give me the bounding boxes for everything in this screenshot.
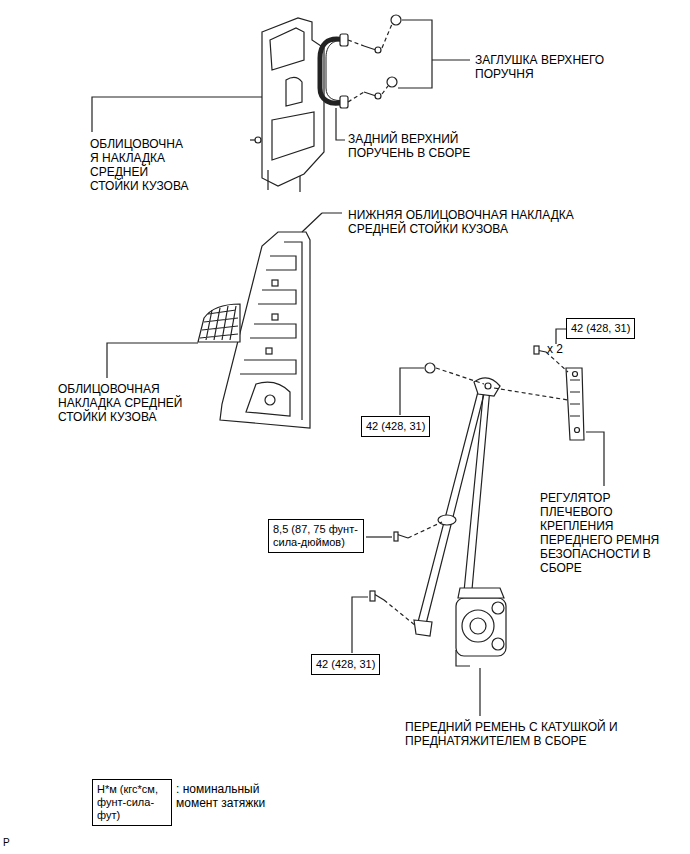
part-label: ОБЛИЦОВОЧНА Я НАКЛАДКА СРЕДНЕЙ СТОЙКИ КУ… [90, 137, 190, 193]
torque-value: 42 (428, 31) [366, 420, 425, 433]
part-label: ЗАГЛУШКА ВЕРХНЕГО ПОРУЧНЯ [475, 53, 635, 81]
part-label: НИЖНЯЯ ОБЛИЦОВОЧНАЯ НАКЛАДКА СРЕДНЕЙ СТО… [348, 208, 588, 236]
part-label: ОБЛИЦОВОЧНАЯ НАКЛАДКА СРЕДНЕЙ СТОЙКИ КУЗ… [58, 382, 198, 424]
torque-value: 42 (428, 31) [316, 658, 375, 671]
torque-value: 8,5 (87, 75 фунт-сила-дюймов) [273, 523, 359, 549]
torque-value: Н*м (кгс*см, фунт-сила-фут) [97, 783, 167, 822]
quantity-label: x 2 [547, 342, 587, 356]
part-label: ЗАДНИЙ ВЕРХНИЙ ПОРУЧЕНЬ В СБОРЕ [348, 132, 523, 160]
legend-unit-box: Н*м (кгс*см, фунт-сила-фут) [92, 779, 172, 826]
legend-note: : номинальный момент затяжки [176, 782, 286, 810]
part-label: ПЕРЕДНИЙ РЕМЕНЬ С КАТУШКОЙ И ПРЕДНАТЯЖИТ… [405, 720, 655, 748]
part-label: РЕГУЛЯТОР ПЛЕЧЕВОГО КРЕПЛЕНИЯ ПЕРЕДНЕГО … [540, 491, 668, 575]
torque-box: 8,5 (87, 75 фунт-сила-дюймов) [268, 519, 364, 553]
torque-box: 42 (428, 31) [311, 654, 380, 675]
torque-value: 42 (428, 31) [571, 322, 630, 335]
page-mark: P [3, 836, 23, 850]
torque-box: 42 (428, 31) [361, 416, 430, 437]
torque-box: 42 (428, 31) [566, 318, 635, 339]
